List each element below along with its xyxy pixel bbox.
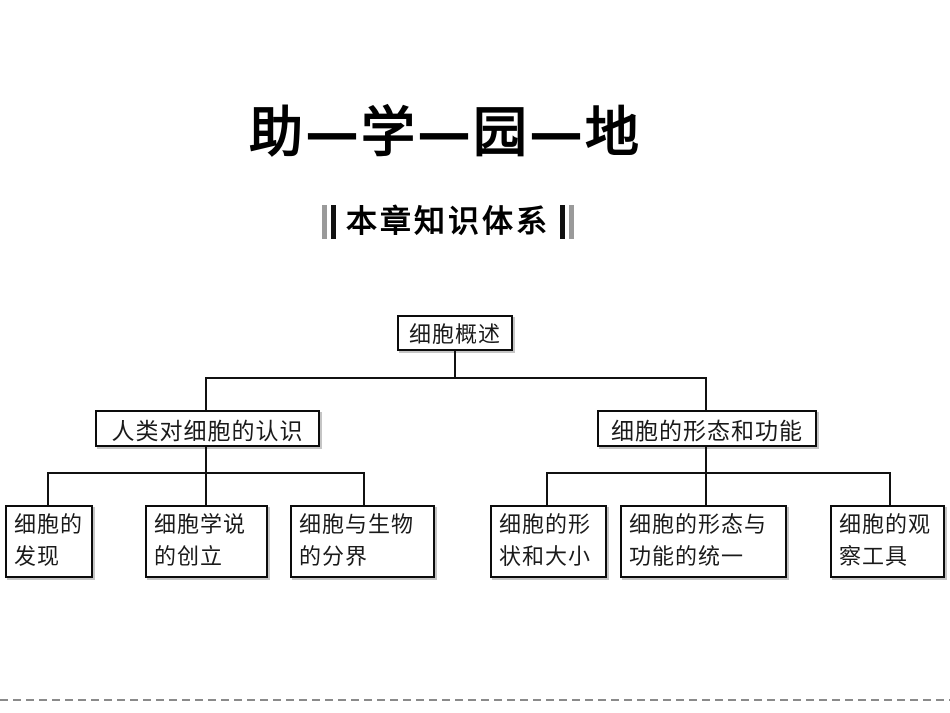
leaf-text-line: 细胞的 [14, 513, 84, 538]
page-title: 助—学—园—地 [249, 100, 641, 164]
connector-line [705, 447, 707, 473]
leaf-text-line: 发现 [14, 545, 61, 570]
leaf-text-line: 状和大小 [499, 545, 592, 570]
connector-line [454, 351, 456, 378]
double-bar-right-icon [560, 205, 574, 239]
leaf-text-line: 的创立 [154, 545, 224, 570]
connector-line [205, 377, 707, 379]
tree-node-leaf-cell-discovery: 细胞的 发现 [5, 505, 93, 578]
connector-line [705, 472, 707, 505]
leaf-text-line: 察工具 [839, 545, 909, 570]
connector-line [205, 447, 207, 473]
leaf-text-line: 细胞的观 [839, 513, 932, 538]
leaf-text-line: 细胞与生物 [299, 513, 415, 538]
connector-line [546, 472, 891, 474]
tree-node-leaf-form-function-unity: 细胞的形态与 功能的统一 [620, 505, 787, 578]
tree-node-leaf-cell-shape-size: 细胞的形 状和大小 [490, 505, 607, 578]
leaf-text-line: 细胞的形态与 [629, 513, 768, 538]
tree-node-leaf-observation-tools: 细胞的观 察工具 [830, 505, 945, 578]
leaf-text-line: 细胞学说 [154, 513, 247, 538]
dashed-divider [0, 699, 950, 701]
gray-bar-icon [322, 205, 327, 239]
connector-line [546, 472, 548, 505]
black-bar-icon [560, 205, 565, 239]
tree-node-branch-right: 细胞的形态和功能 [597, 410, 817, 447]
gray-bar-icon [569, 205, 574, 239]
section-heading: 本章知识体系 [0, 204, 896, 240]
tree-node-root: 细胞概述 [397, 315, 513, 351]
double-bar-left-icon [322, 205, 336, 239]
connector-line [205, 472, 207, 505]
leaf-text-line: 的分界 [299, 545, 369, 570]
connector-line [889, 472, 891, 505]
leaf-text-line: 细胞的形 [499, 513, 592, 538]
leaf-text-line: 功能的统一 [629, 545, 745, 570]
black-bar-icon [331, 205, 336, 239]
tree-node-leaf-cell-theory: 细胞学说 的创立 [145, 505, 268, 578]
connector-line [205, 377, 207, 410]
tree-node-leaf-cell-organism-boundary: 细胞与生物 的分界 [290, 505, 435, 578]
tree-node-branch-left: 人类对细胞的认识 [95, 410, 320, 447]
connector-line [47, 472, 49, 505]
connector-line [363, 472, 365, 505]
section-heading-label: 本章知识体系 [346, 204, 550, 240]
connector-line [705, 377, 707, 410]
